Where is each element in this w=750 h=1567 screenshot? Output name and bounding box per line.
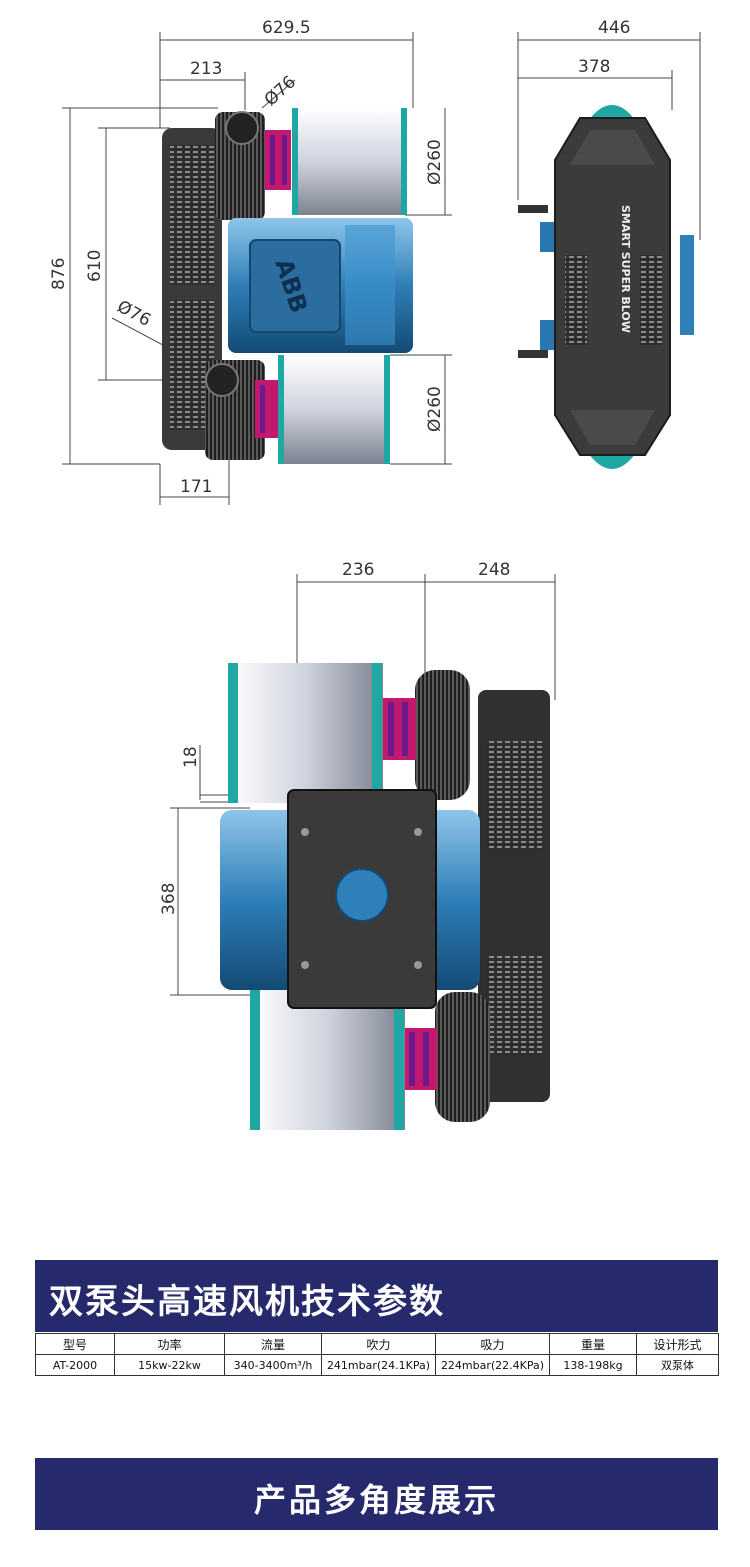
side-view: 446 378 SMART SUPER BLOW [517,18,701,469]
dim-pipe-bottom: Ø76 [114,297,154,331]
cell-suction: 224mbar(22.4KPa) [435,1354,550,1376]
table-row: AT-2000 15kw-22kw 340-3400m³/h 241mbar(2… [35,1354,719,1376]
header-power: 功率 [114,1333,225,1355]
dim-overall-width: 629.5 [262,18,311,38]
side-housing [554,117,671,456]
header-weight: 重量 [549,1333,637,1355]
header-flow: 流量 [224,1333,322,1355]
dim-overall-height: 876 [49,258,69,290]
cell-blow: 241mbar(24.1KPa) [321,1354,436,1376]
drum-top [292,108,407,215]
view-drum-top [228,663,383,803]
cell-flow: 340-3400m³/h [224,1354,322,1376]
dim-drum-top: Ø260 [425,139,445,185]
front-view: 629.5 213 Ø76 876 610 Ø76 Ø260 Ø260 171 [49,18,452,505]
views-banner: 产品多角度展示 [35,1458,718,1530]
drum-bottom [278,355,390,464]
views-title: 产品多角度展示 [253,1481,499,1519]
dim-view-left: 236 [342,560,374,580]
dim-side-inner: 378 [578,57,610,77]
engineering-drawing: 629.5 213 Ø76 876 610 Ø76 Ø260 Ø260 171 [49,18,701,1130]
coupling-top [265,130,291,190]
dim-inner-height: 610 [85,250,105,282]
table-header-row: 型号 功率 流量 吹力 吸力 重量 设计形式 [35,1333,719,1355]
dim-drum-bottom: Ø260 [425,386,445,432]
cell-model: AT-2000 [35,1354,115,1376]
cell-design: 双泵体 [636,1354,719,1376]
dim-side-overall: 446 [598,18,630,38]
header-model: 型号 [35,1333,115,1355]
specs-title: 双泵头高速风机技术参数 [49,1282,445,1322]
dim-inner-width: 213 [190,59,222,79]
specs-banner: 双泵头高速风机技术参数 [35,1260,718,1332]
view-blower-bottom [435,992,490,1122]
side-housing-text: SMART SUPER BLOW [619,205,632,333]
dim-view-height: 368 [159,883,179,915]
dim-view-small-h: 18 [181,746,201,768]
specs-table: 型号 功率 流量 吹力 吸力 重量 设计形式 AT-2000 15kw-22kw… [35,1333,719,1376]
header-design: 设计形式 [636,1333,719,1355]
coupling-bottom [255,380,279,438]
header-suction: 吸力 [435,1333,550,1355]
cell-weight: 138-198kg [549,1354,637,1376]
top-view: 236 248 18 12 368 [159,560,556,1130]
header-blow: 吹力 [321,1333,436,1355]
view-drum-bottom [250,990,405,1130]
dim-bottom-width: 171 [180,477,212,497]
view-blower-top [415,670,470,800]
dim-view-right: 248 [478,560,510,580]
cell-power: 15kw-22kw [114,1354,225,1376]
